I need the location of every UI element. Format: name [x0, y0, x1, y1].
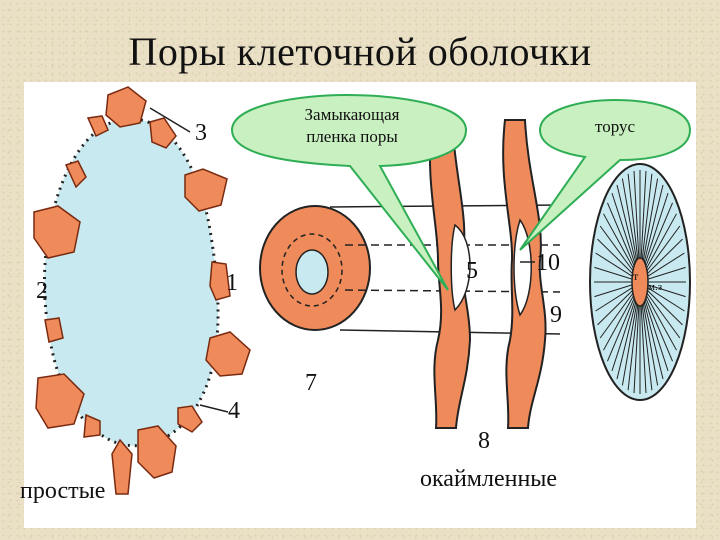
cell-lumen [42, 117, 220, 448]
torus-strand [597, 290, 633, 326]
torus-strand [643, 184, 664, 264]
slide-title: Поры клеточной оболочки [128, 29, 592, 74]
label-num-1: 1 [226, 270, 238, 296]
torus-strand [616, 184, 637, 264]
torus-strand [627, 173, 639, 261]
torus-strand [640, 303, 647, 394]
torus-strand [643, 300, 664, 380]
cell-wall-segments [33, 86, 251, 495]
label-num-8: 8 [478, 428, 490, 454]
tube-hole [295, 249, 329, 295]
label-num-9: 9 [550, 302, 562, 328]
torus-strand [645, 297, 673, 362]
torus-strand [647, 284, 686, 298]
torus-center [631, 257, 649, 307]
torus-strand [607, 297, 635, 362]
torus-strand [641, 173, 653, 261]
torus-mark-t: т [633, 269, 639, 283]
torus-strand [603, 295, 635, 351]
torus-strand [633, 303, 640, 394]
torus-disk [589, 163, 691, 401]
callout-closing-film-line2: пленка поры [306, 127, 398, 146]
torus-strand [645, 295, 677, 351]
torus-strand [621, 302, 638, 386]
label-num-10: 10 [536, 250, 560, 276]
callout-closing-film-line1: Замыкающая [304, 105, 400, 124]
torus-strand [611, 299, 636, 372]
label-simple: простые [20, 478, 106, 504]
torus-strand [611, 192, 636, 265]
torus-mark-mz: м.з [648, 281, 662, 293]
tube-inner-dashed [281, 233, 343, 307]
torus-strand [647, 287, 685, 312]
torus-strand [645, 213, 677, 269]
bordered-pore-tube [259, 119, 561, 429]
torus-strand [599, 292, 634, 339]
torus-strand [641, 303, 653, 391]
torus-strand [627, 303, 639, 391]
label-num-3: 3 [195, 120, 207, 146]
torus-strand [594, 284, 633, 298]
torus-strand [646, 292, 681, 339]
torus-strand [644, 299, 669, 372]
torus-strand [647, 238, 683, 274]
label-num-4: 4 [228, 398, 240, 424]
label-num-7: 7 [305, 370, 317, 396]
torus-strand [633, 170, 640, 261]
callout-torus-text: торус [594, 117, 636, 136]
label-num-2: 2 [36, 278, 48, 304]
torus-strand [647, 252, 685, 277]
torus-strand [646, 225, 681, 272]
torus-strand [640, 170, 647, 261]
torus-strand [647, 266, 686, 280]
torus-strand [599, 225, 634, 272]
torus-strand [645, 202, 673, 267]
torus-strand [603, 213, 635, 269]
torus-strand [642, 178, 659, 262]
torus-strand [621, 178, 638, 262]
simple-pore-cell [33, 86, 251, 495]
callout-closing-film [230, 93, 468, 291]
torus-strand [607, 202, 635, 267]
torus-strand [597, 238, 633, 274]
torus-strand [644, 192, 669, 265]
torus-strand [616, 300, 637, 380]
label-num-5: 5 [466, 258, 478, 284]
torus-strand [594, 266, 633, 280]
torus-strand [595, 252, 633, 277]
torus-strand [595, 287, 633, 312]
torus-strand [647, 290, 683, 326]
callout-torus [519, 98, 692, 251]
label-bordered: окаймленные [420, 466, 558, 492]
torus-strand [642, 302, 659, 386]
callout-closing-film-text: Замыкающая пленка поры [262, 104, 442, 148]
